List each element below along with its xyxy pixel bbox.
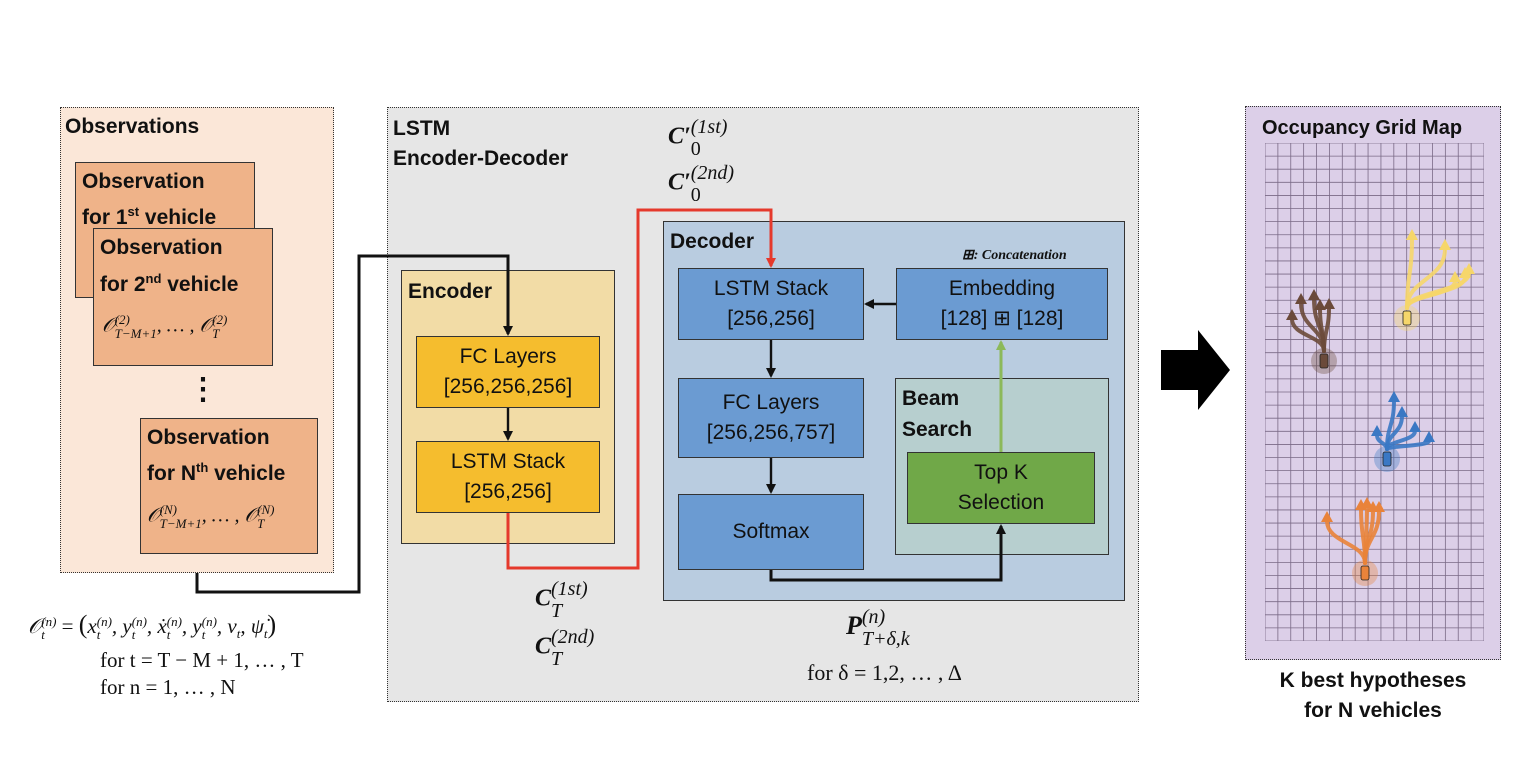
observation-card-n-line1: Observation bbox=[147, 426, 270, 449]
observation-card-2-line1: Observation bbox=[100, 236, 223, 259]
blue-vehicle-arrowhead bbox=[1409, 421, 1421, 432]
decoder-embedding: Embedding[128] ⊞ [128] bbox=[896, 268, 1108, 340]
brown-vehicle-car bbox=[1319, 353, 1329, 369]
brown-vehicle-arrowhead bbox=[1308, 289, 1320, 300]
observation-card-2: Observation for 2nd vehicle 𝒪(2)T−M+1, …… bbox=[93, 228, 273, 366]
observations-title: Observations bbox=[65, 115, 200, 138]
yellow-vehicle-arrowhead bbox=[1406, 229, 1418, 240]
p-label: P(n)T+δ,k bbox=[846, 606, 910, 650]
observation-card-n: Observation for Nth vehicle 𝒪(N)T−M+1, …… bbox=[140, 418, 318, 554]
observation-definition: 𝒪(n)t = (x(n)t, y(n)t, ẋ(n)t, y(n)t, vt,… bbox=[28, 610, 277, 643]
yellow-vehicle-trajectory bbox=[1405, 247, 1447, 310]
blue-vehicle-trajectory bbox=[1385, 439, 1431, 451]
lstm-title-line1: LSTM bbox=[393, 117, 451, 140]
p-range: for δ = 1,2, … , Δ bbox=[807, 660, 962, 685]
decoder-title: Decoder bbox=[670, 230, 755, 253]
yellow-vehicle-car bbox=[1402, 310, 1412, 326]
big-right-arrow bbox=[1161, 330, 1230, 410]
encoder-fc-layers: FC Layers[256,256,256] bbox=[416, 336, 600, 408]
lstm-title-line2: Encoder-Decoder bbox=[393, 147, 569, 170]
blue-vehicle-arrowhead bbox=[1396, 406, 1408, 417]
vertical-ellipsis: ⋮ bbox=[188, 373, 218, 406]
orange-vehicle-car bbox=[1360, 565, 1370, 581]
occupancy-grid bbox=[1265, 143, 1484, 641]
range-t: for t = T − M + 1, … , T bbox=[100, 648, 304, 672]
orange-vehicle-arrowhead bbox=[1373, 501, 1385, 512]
range-n: for n = 1, … , N bbox=[100, 675, 236, 699]
brown-vehicle-arrowhead bbox=[1295, 293, 1307, 304]
brown-vehicle-trajectory bbox=[1322, 306, 1331, 353]
c0-2nd-label: C′(2nd)0 bbox=[668, 162, 735, 206]
blue-vehicle-arrowhead bbox=[1388, 391, 1400, 402]
yellow-vehicle-arrowhead bbox=[1449, 271, 1461, 282]
yellow-vehicle-arrowhead bbox=[1439, 239, 1451, 250]
observation-card-2-line2: for 2nd vehicle bbox=[100, 271, 239, 296]
observation-card-1-line1: Observation bbox=[82, 170, 205, 193]
grid-caption-line2: for N vehicles bbox=[1304, 699, 1442, 722]
encoder-to-decoder-state-arrow bbox=[506, 208, 776, 570]
ct-1st-label: C(1st)T bbox=[535, 578, 588, 622]
concatenation-legend: ⊞: Concatenation bbox=[962, 248, 1067, 263]
brown-vehicle-arrowhead bbox=[1323, 298, 1335, 309]
observation-card-1-line2: for 1st vehicle bbox=[82, 204, 217, 229]
beam-search-line2: Search bbox=[902, 418, 973, 441]
observation-card-n-line2: for Nth vehicle bbox=[147, 460, 286, 485]
orange-vehicle-arrowhead bbox=[1361, 497, 1373, 508]
observation-card-n-formula: 𝒪(N)T−M+1, … , 𝒪(N)T bbox=[147, 502, 275, 531]
c0-1st-label: C′(1st)0 bbox=[668, 116, 728, 160]
orange-vehicle-arrowhead bbox=[1321, 511, 1333, 522]
blue-vehicle-arrowhead bbox=[1423, 431, 1435, 442]
observations-to-encoder-arrow bbox=[195, 254, 513, 594]
decoder-lstm-stack: LSTM Stack[256,256] bbox=[678, 268, 864, 340]
blue-vehicle-arrowhead bbox=[1371, 425, 1383, 436]
decoder-fc-layers: FC Layers[256,256,757] bbox=[678, 378, 864, 458]
observation-card-2-formula: 𝒪(2)T−M+1, … , 𝒪(2)T bbox=[102, 312, 228, 341]
occupancy-grid-title: Occupancy Grid Map bbox=[1262, 117, 1463, 139]
blue-vehicle-car bbox=[1382, 451, 1392, 467]
encoder-lstm-stack: LSTM Stack[256,256] bbox=[416, 441, 600, 513]
brown-vehicle-arrowhead bbox=[1314, 299, 1326, 310]
grid-caption-line1: K best hypotheses bbox=[1279, 669, 1467, 692]
beam-search-line1: Beam bbox=[902, 387, 960, 410]
decoder-softmax: Softmax bbox=[678, 494, 864, 570]
brown-vehicle-arrowhead bbox=[1286, 309, 1298, 320]
yellow-vehicle-arrowhead bbox=[1463, 263, 1475, 274]
encoder-title: Encoder bbox=[408, 280, 493, 303]
softmax-to-topk-arrow bbox=[769, 524, 1006, 582]
ct-2nd-label: C(2nd)T bbox=[535, 626, 595, 670]
yellow-vehicle-trajectory bbox=[1405, 271, 1471, 310]
orange-vehicle-trajectory bbox=[1363, 509, 1381, 565]
